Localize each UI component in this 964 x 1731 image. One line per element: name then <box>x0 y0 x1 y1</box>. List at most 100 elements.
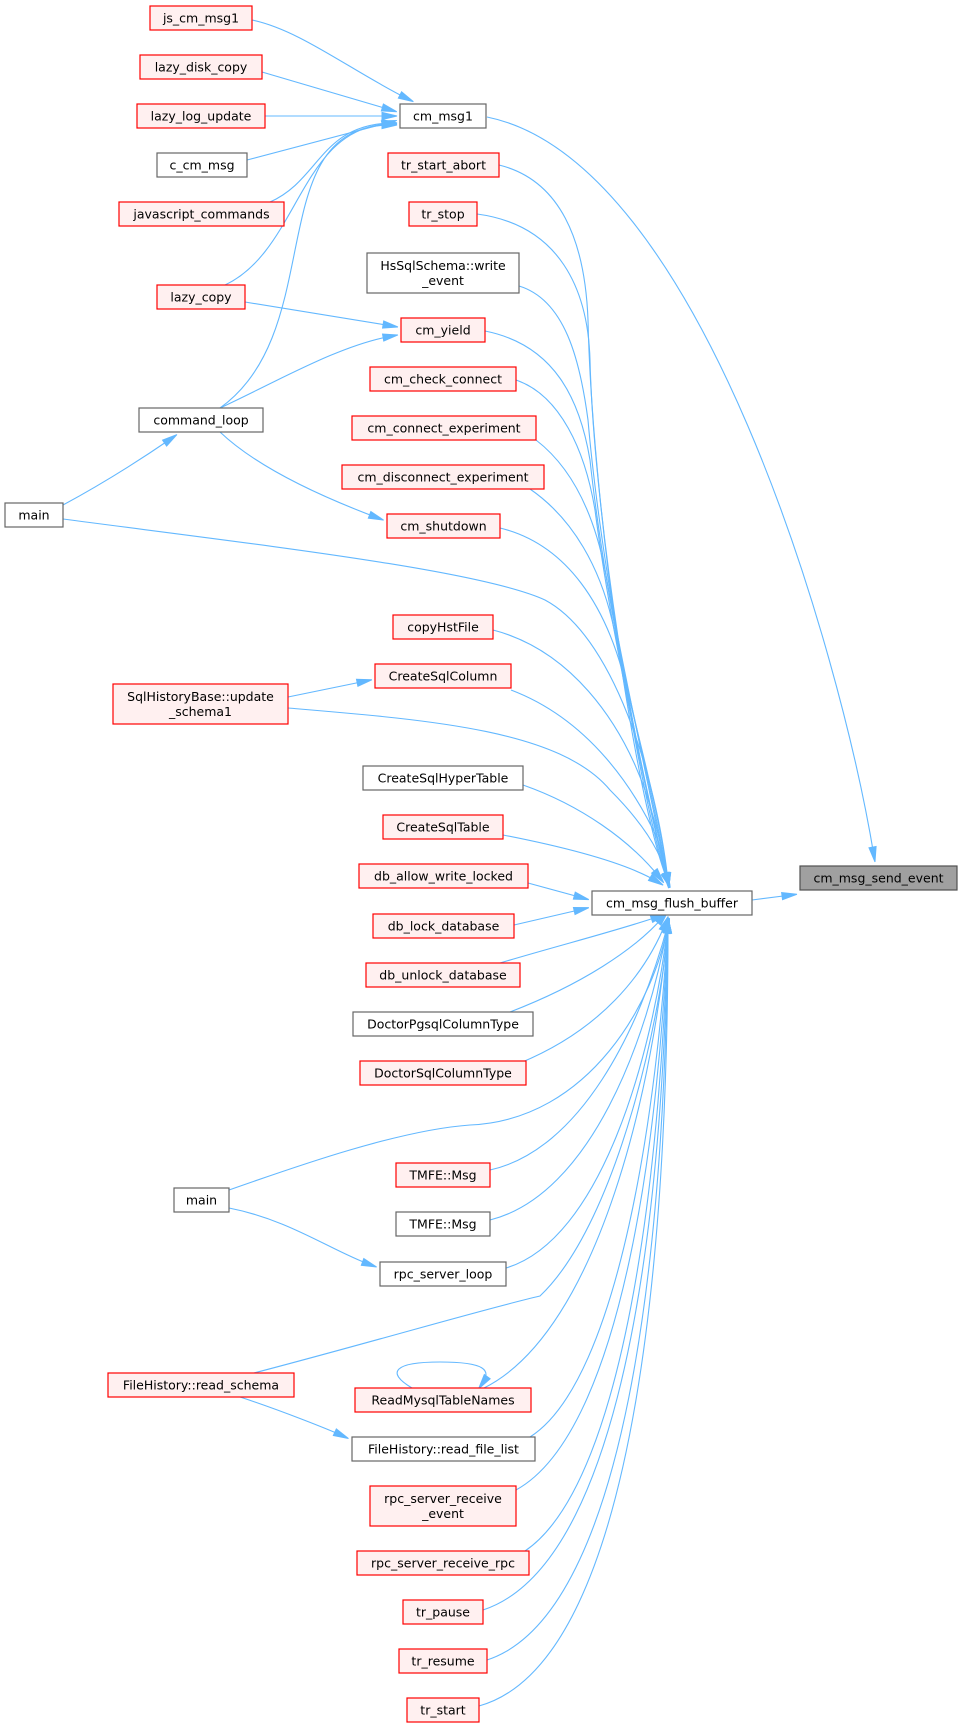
node-box <box>398 1648 488 1674</box>
node-db-lock-database[interactable]: db_lock_database <box>372 913 515 939</box>
edge-db_allow_write_locked-to-cm_msg_flush_buffer <box>527 882 590 901</box>
node-box <box>369 1485 517 1527</box>
edge-line <box>510 689 669 883</box>
edge-command_loop-to-cm_yield <box>219 333 399 409</box>
node-createsqltable[interactable]: CreateSqlTable <box>382 814 504 840</box>
node-box <box>406 1697 480 1723</box>
edge-command_loop-to-cm_shutdown <box>219 431 384 521</box>
node-tr-resume[interactable]: tr_resume <box>398 1648 488 1674</box>
node-label: cm_disconnect_experiment <box>357 470 528 485</box>
edge-line <box>219 335 393 409</box>
node-copyhstfile[interactable]: copyHstFile <box>392 614 494 640</box>
node-tr-start-abort[interactable]: tr_start_abort <box>387 152 500 178</box>
nodes-layer: cm_msg_send_event cm_msg_flush_buffer cm_m… <box>4 5 958 1723</box>
node-lazy-copy[interactable]: lazy_copy <box>156 284 246 310</box>
node-label: lazy_copy <box>170 290 232 305</box>
edge-arrowhead <box>161 434 178 447</box>
edge-arrowhead <box>647 873 664 886</box>
node-label: cm_msg1 <box>413 109 473 124</box>
node-label: javascript_commands <box>132 207 269 222</box>
node-read-file-list[interactable]: FileHistory::read_file_list <box>351 1436 536 1462</box>
edge-read_schema-to-read_file_list <box>239 1396 349 1440</box>
node-box <box>369 366 517 392</box>
node-tr-pause[interactable]: tr_pause <box>402 1599 484 1625</box>
edge-line <box>287 707 669 883</box>
edge-line <box>239 1396 344 1437</box>
node-label: _schema1 <box>168 704 232 719</box>
node-readmysqltablenames[interactable]: ReadMysqlTableNames <box>354 1387 532 1413</box>
node-javascript-commands[interactable]: javascript_commands <box>118 201 285 227</box>
node-rpc-server-receive-event[interactable]: rpc_server_receive_event <box>369 1485 517 1527</box>
node-rpc-server-receive-rpc[interactable]: rpc_server_receive_rpc <box>356 1550 530 1576</box>
node-cm-disconnect-experiment[interactable]: cm_disconnect_experiment <box>341 464 545 490</box>
node-cm-check-connect[interactable]: cm_check_connect <box>369 366 517 392</box>
node-cm-connect-experiment[interactable]: cm_connect_experiment <box>351 415 537 441</box>
edge-line <box>529 923 669 1438</box>
node-main2[interactable]: main <box>173 1187 230 1213</box>
node-read-schema[interactable]: FileHistory::read_schema <box>107 1372 295 1398</box>
node-cm-yield[interactable]: cm_yield <box>400 317 486 343</box>
edge-arrowhead <box>650 867 665 884</box>
edge-line <box>535 439 669 883</box>
node-db-unlock-database[interactable]: db_unlock_database <box>365 962 521 988</box>
node-label: _event <box>421 1506 464 1521</box>
edge-command_loop-to-cm_msg1 <box>219 120 398 409</box>
node-hs-write-event[interactable]: HsSqlSchema::write_event <box>366 252 520 294</box>
node-c-cm-msg[interactable]: c_cm_msg <box>156 152 248 178</box>
node-box <box>4 502 64 528</box>
node-update-schema1[interactable]: SqlHistoryBase::update_schema1 <box>112 683 289 725</box>
node-label: FileHistory::read_schema <box>123 1378 279 1393</box>
node-db-allow-write-locked[interactable]: db_allow_write_locked <box>358 863 529 889</box>
node-label: db_lock_database <box>388 919 500 934</box>
node-js-cm-msg1[interactable]: js_cm_msg1 <box>149 5 253 31</box>
node-lazy-log-update[interactable]: lazy_log_update <box>136 103 266 129</box>
edge-line <box>505 923 669 1269</box>
node-cm-msg-send-event[interactable]: cm_msg_send_event <box>799 865 958 891</box>
edge-line <box>489 923 669 1171</box>
node-createsqlhypertable[interactable]: CreateSqlHyperTable <box>362 765 524 791</box>
node-box <box>139 54 263 80</box>
node-box <box>392 614 494 640</box>
edge-arrowhead <box>868 845 877 863</box>
edge-CreateSqlColumn-to-cm_msg_flush_buffer <box>510 689 671 889</box>
node-label: FileHistory::read_file_list <box>368 1442 519 1457</box>
node-doctorpgsqlcolumntype[interactable]: DoctorPgsqlColumnType <box>352 1011 534 1037</box>
node-command-loop[interactable]: command_loop <box>138 407 264 433</box>
node-label: lazy_disk_copy <box>155 60 248 75</box>
node-label: tr_stop <box>421 207 464 222</box>
node-tr-stop[interactable]: tr_stop <box>408 201 478 227</box>
node-label: tr_start_abort <box>401 158 486 173</box>
node-createsqlcolumn[interactable]: CreateSqlColumn <box>374 663 512 689</box>
node-box <box>395 1162 491 1188</box>
edge-line <box>483 923 669 1389</box>
edge-line <box>515 379 669 883</box>
edge-line <box>529 488 669 883</box>
node-cm-shutdown[interactable]: cm_shutdown <box>386 513 501 539</box>
node-box <box>149 5 253 31</box>
node-lazy-disk-copy[interactable]: lazy_disk_copy <box>139 54 263 80</box>
edge-arrowhead <box>572 907 590 916</box>
edge-tr_start-to-cm_msg_flush_buffer <box>478 917 673 1707</box>
edge-read_file_list-to-cm_msg_flush_buffer <box>529 917 672 1438</box>
node-label: tr_pause <box>416 1605 470 1620</box>
node-rpc-server-loop[interactable]: rpc_server_loop <box>379 1261 507 1287</box>
edge-DoctorSqlColumnType-to-cm_msg_flush_buffer <box>519 916 669 1064</box>
node-tmfe-msg2[interactable]: TMFE::Msg <box>395 1211 491 1237</box>
node-tr-start[interactable]: tr_start <box>406 1697 480 1723</box>
node-cm-msg-flush-buffer[interactable]: cm_msg_flush_buffer <box>591 890 753 916</box>
node-box <box>351 415 537 441</box>
node-label: cm_shutdown <box>400 519 486 534</box>
edge-cm_msg_flush_buffer-to-cm_msg_send_event <box>751 892 798 901</box>
node-main1[interactable]: main <box>4 502 64 528</box>
edge-arrowhead <box>663 917 673 934</box>
edge-rpc_server_receive_event-to-cm_msg_flush_buffer <box>515 917 672 1491</box>
node-label: c_cm_msg <box>169 158 234 173</box>
node-doctorsqlcolumntype[interactable]: DoctorSqlColumnType <box>359 1060 527 1086</box>
edge-line <box>219 431 379 519</box>
node-tmfe-msg1[interactable]: TMFE::Msg <box>395 1162 491 1188</box>
edge-line <box>244 301 393 327</box>
node-label: rpc_server_receive_rpc <box>371 1556 515 1571</box>
node-cm-msg1[interactable]: cm_msg1 <box>399 103 487 129</box>
node-box <box>386 513 501 539</box>
